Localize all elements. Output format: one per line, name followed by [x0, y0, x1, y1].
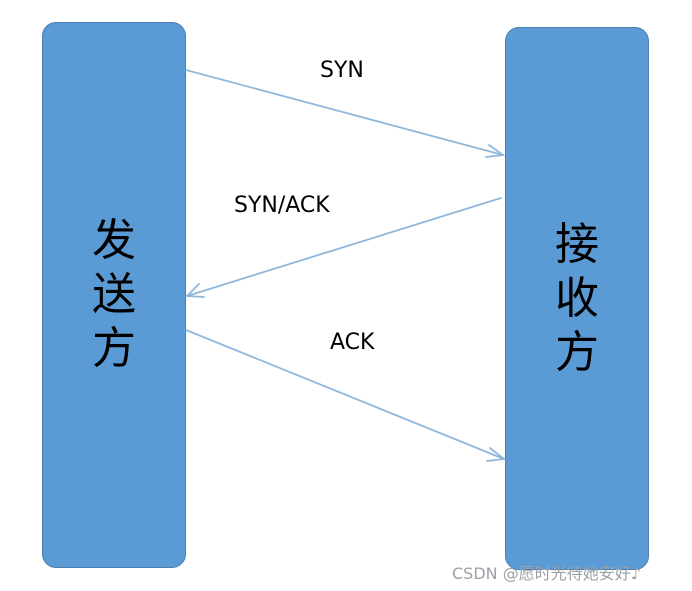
watermark: CSDN @愿时光待她安好♪ [452, 564, 641, 583]
receiver-label: 接收方 [555, 218, 599, 378]
synack-label: SYN/ACK [234, 193, 330, 218]
sender-label: 发送方 [92, 215, 136, 374]
arrow-synack [186, 197, 502, 297]
syn-label: SYN [320, 58, 364, 83]
arrow-syn [185, 69, 504, 156]
arrow-ack-head [486, 447, 507, 462]
arrow-syn-head [485, 144, 506, 158]
arrow-ack [185, 329, 505, 460]
sender-box: 发送方 [42, 22, 186, 568]
receiver-box: 接收方 [505, 27, 649, 570]
ack-label: ACK [330, 330, 375, 355]
arrow-synack-head [184, 283, 205, 298]
